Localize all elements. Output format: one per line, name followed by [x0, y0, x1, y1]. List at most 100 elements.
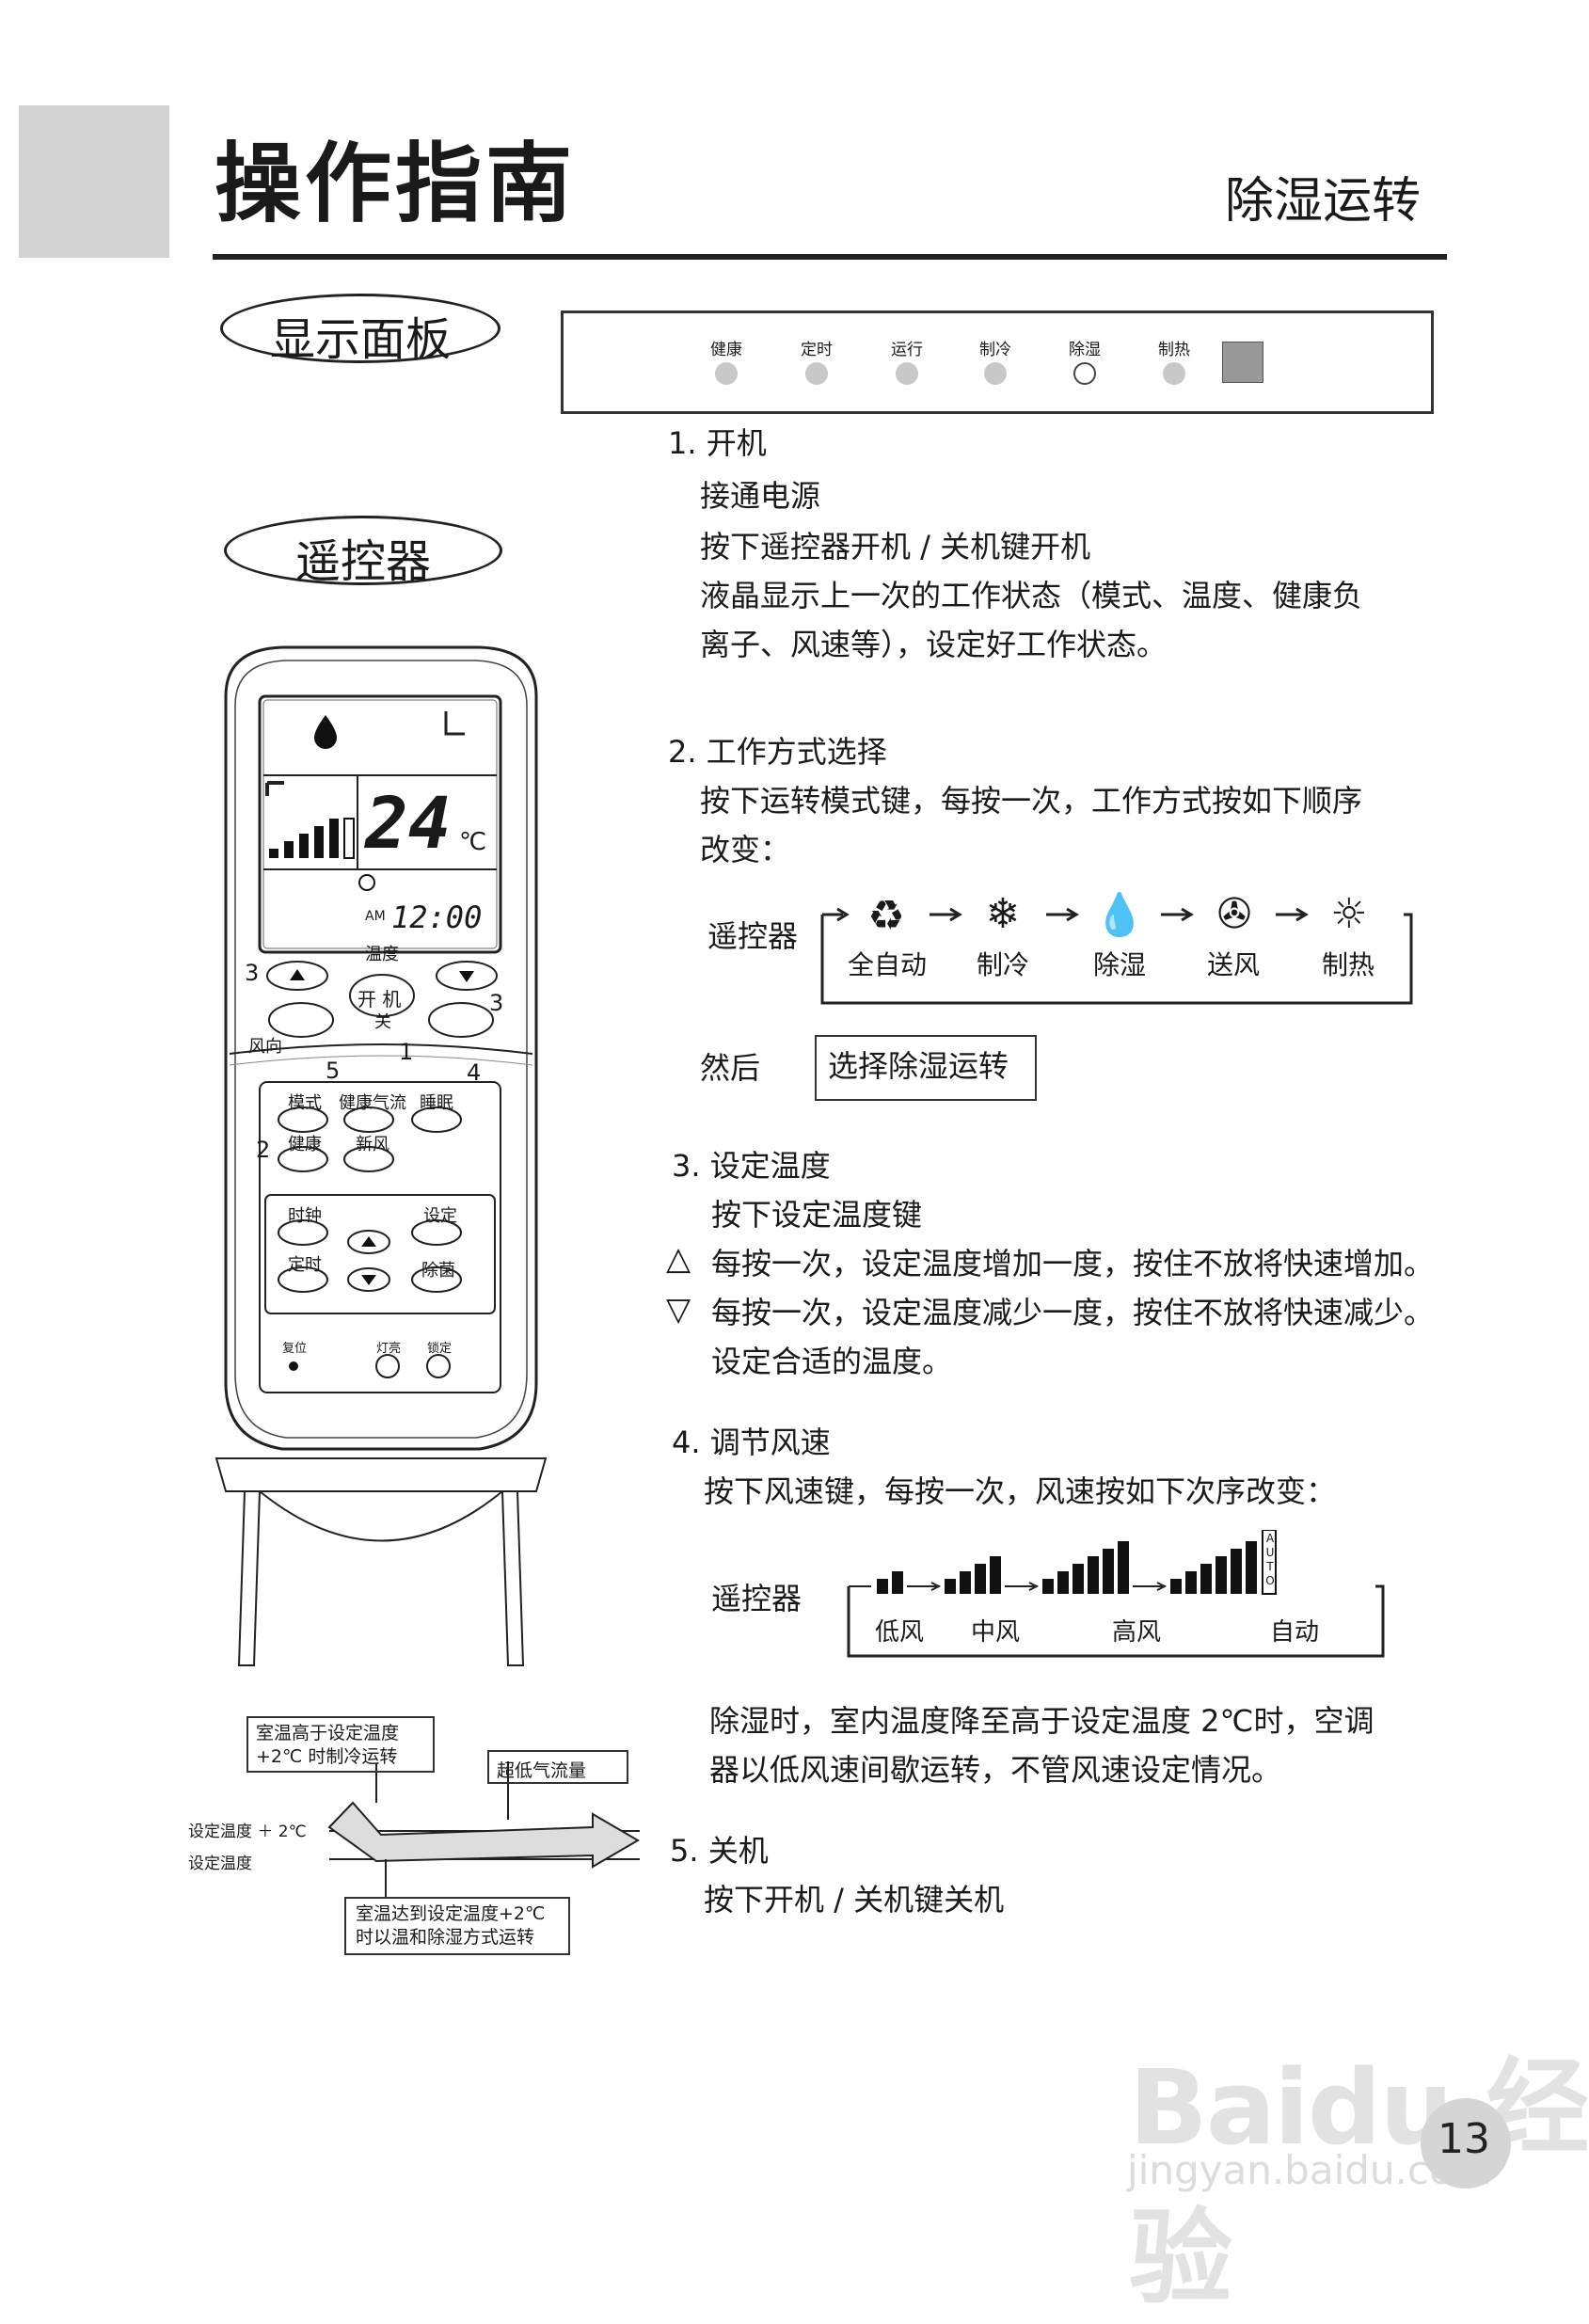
auto-fan-text: AUTO [1265, 1532, 1275, 1587]
diagram-box-mild-dry: 室温达到设定温度+2℃ 时以温和除湿方式运转 [344, 1897, 570, 1955]
step-3-line: 设定合适的温度。 [711, 1344, 953, 1379]
step-3-line: 每按一次，设定温度减少一度，按住不放将快速减少。 [711, 1295, 1435, 1330]
step-3-line: 每按一次，设定温度增加一度，按住不放将快速增加。 [711, 1246, 1435, 1281]
step-4-line: 按下风速键，每按一次，风速按如下次序改变： [704, 1473, 1337, 1509]
step-1-line: 接通电源 [700, 478, 821, 514]
receiver-window [1222, 342, 1263, 383]
step-1-line: 液晶显示上一次的工作状态（模式、温度、健康负 [700, 578, 1363, 613]
remote-illustration: 24 ℃ AM 12:00 温度 开 机 关 风向 模式 健康气流 睡眠 健康 … [207, 640, 555, 1694]
diagram-text: +2℃ 时制冷运转 [256, 1746, 398, 1767]
temp-label: 温度 [365, 945, 399, 964]
timer-button-label: 定时 [288, 1255, 322, 1275]
indicator-light [715, 362, 738, 385]
then-box: 选择除湿运转 [815, 1035, 1037, 1101]
step-5-line: 按下开机 / 关机键关机 [704, 1882, 1005, 1918]
health-airflow-button-label: 健康气流 [339, 1093, 406, 1113]
diagram-drawing [327, 1761, 640, 1897]
fan-speed-label: 低风 [875, 1618, 925, 1647]
step-1-line: 按下遥控器开机 / 关机键开机 [700, 529, 1091, 565]
header-rule [213, 254, 1447, 260]
sterilize-button-label: 除菌 [421, 1261, 455, 1281]
step-2-heading: 2. 工作方式选择 [668, 734, 887, 770]
indicator-label: 定时 [801, 341, 833, 359]
indoor-display-panel: 健康 定时 运行 制冷 除湿 制热 [561, 310, 1434, 414]
diagram-text: 室温达到设定温度+2℃ [356, 1903, 546, 1924]
fan-cycle-frame [847, 1530, 1385, 1658]
health-button-label: 健康 [288, 1135, 322, 1154]
mode-label: 制冷 [976, 949, 1029, 980]
power-button-label: 开 机 [358, 988, 402, 1011]
mode-cycle-diagram: ♻ ❄ 💧 ✇ ☼ 全自动 制冷 除湿 送风 制热 [817, 888, 1419, 1005]
fan-direction-label: 风向 [248, 1037, 282, 1057]
callout-number: 3 [245, 960, 260, 986]
light-button-label: 灯亮 [376, 1342, 402, 1356]
lcd-temperature-unit: ℃ [459, 828, 487, 856]
then-label: 然后 [700, 1050, 761, 1086]
callout-number: 1 [399, 1039, 414, 1065]
dehumid-note-line: 除湿时，室内温度降至高于设定温度 2℃时，空调 [709, 1703, 1374, 1739]
auto-mode-icon: ♻ [867, 892, 905, 940]
power-button-label-off: 关 [374, 1012, 391, 1032]
step-4-heading: 4. 调节风速 [672, 1425, 831, 1460]
mode-label: 送风 [1206, 949, 1260, 980]
step-1-heading: 1. 开机 [668, 425, 767, 461]
set-button-label: 设定 [423, 1206, 457, 1226]
axis-label-upper: 设定温度 ＋ 2℃ [188, 1823, 307, 1841]
page-title: 操作指南 [215, 134, 577, 234]
indicator-light [1163, 362, 1185, 385]
callout-number: 5 [326, 1058, 341, 1084]
indicator-light [805, 362, 828, 385]
diagram-box-cooling: 室温高于设定温度 +2℃ 时制冷运转 [246, 1716, 435, 1773]
page-number-badge [1421, 2098, 1511, 2189]
mode-cycle-frame [820, 907, 1413, 1005]
mode-label: 制热 [1321, 949, 1374, 980]
dry-mode-icon: 💧 [1093, 891, 1146, 939]
callout-number: 2 [256, 1137, 271, 1163]
indicator-label: 除湿 [1069, 341, 1101, 359]
lock-button-label: 锁定 [427, 1342, 453, 1356]
lcd-am-label: AM [365, 909, 386, 924]
mode-label: 除湿 [1092, 949, 1146, 980]
indicator-light-on [1073, 362, 1096, 385]
indicator-label: 运行 [891, 341, 923, 359]
callout-number: 3 [489, 990, 504, 1016]
dehumid-note-line: 器以低风速间歇运转，不管风速设定情况。 [709, 1752, 1282, 1788]
step-3-heading: 3. 设定温度 [672, 1148, 831, 1184]
fan-speed-label: 高风 [1112, 1618, 1162, 1647]
fresh-air-button-label: 新风 [356, 1135, 389, 1154]
sleep-button-label: 睡眠 [420, 1093, 453, 1113]
fan-mode-icon: ✇ [1216, 890, 1252, 938]
display-panel-label: 显示面板 [220, 294, 501, 366]
dehumid-temp-diagram: 室温高于设定温度 +2℃ 时制冷运转 超低气流量 设定温度 ＋ 2℃ 设定温度 … [188, 1709, 659, 1963]
step-3-line: 按下设定温度键 [711, 1197, 923, 1233]
indicator-light [896, 362, 918, 385]
mode-label: 全自动 [847, 949, 927, 980]
lcd-clock: 12:00 [391, 899, 483, 935]
callout-number: 4 [467, 1059, 482, 1086]
mode-cycle-label: 遥控器 [707, 918, 799, 954]
page-subtitle: 除湿运转 [1225, 173, 1422, 230]
axis-label-lower: 设定温度 [188, 1854, 252, 1873]
step-5-heading: 5. 关机 [670, 1833, 769, 1869]
diagram-box-airflow: 超低气流量 [487, 1750, 628, 1784]
step-1-line: 离子、风速等），设定好工作状态。 [700, 627, 1168, 662]
cool-mode-icon: ❄ [985, 890, 1021, 938]
step-2-line: 按下运转模式键，每按一次，工作方式按如下顺序 [700, 783, 1363, 819]
page-number: 13 [1438, 2115, 1490, 2163]
indicator-light [984, 362, 1007, 385]
fan-speed-label: 中风 [971, 1618, 1021, 1647]
diagram-text: 时以温和除湿方式运转 [356, 1927, 535, 1948]
fan-cycle-diagram: AUTO 低风 中风 高风 自动 [843, 1530, 1389, 1660]
section-tab-marker [19, 105, 169, 258]
diagram-text: 室温高于设定温度 [256, 1723, 400, 1743]
indicator-label: 制热 [1158, 341, 1190, 359]
lcd-temperature: 24 [365, 781, 452, 865]
remote-body-drawing [215, 645, 548, 1666]
up-triangle-icon: △ [666, 1240, 691, 1278]
indicator-label: 制冷 [979, 341, 1011, 359]
step-2-line: 改变： [700, 832, 791, 868]
reset-button-label: 复位 [282, 1342, 308, 1356]
fan-cycle-label: 遥控器 [711, 1581, 802, 1616]
fan-speed-label: 自动 [1270, 1618, 1320, 1647]
down-triangle-icon: ▽ [666, 1291, 691, 1329]
